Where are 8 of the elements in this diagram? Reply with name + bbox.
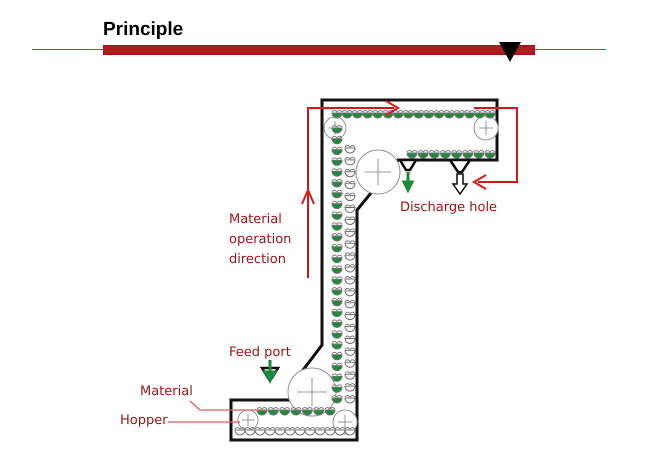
annotation-text: Feed port: [229, 344, 292, 362]
leader-line: [190, 400, 268, 411]
leader-line: [168, 421, 240, 423]
title: Principle: [103, 20, 184, 39]
callout-label: Material: [140, 383, 193, 401]
annotation-text: Discharge hole: [400, 199, 498, 217]
callout-label: Hopper: [120, 412, 168, 430]
annotation-text: Material operation direction: [229, 211, 292, 269]
